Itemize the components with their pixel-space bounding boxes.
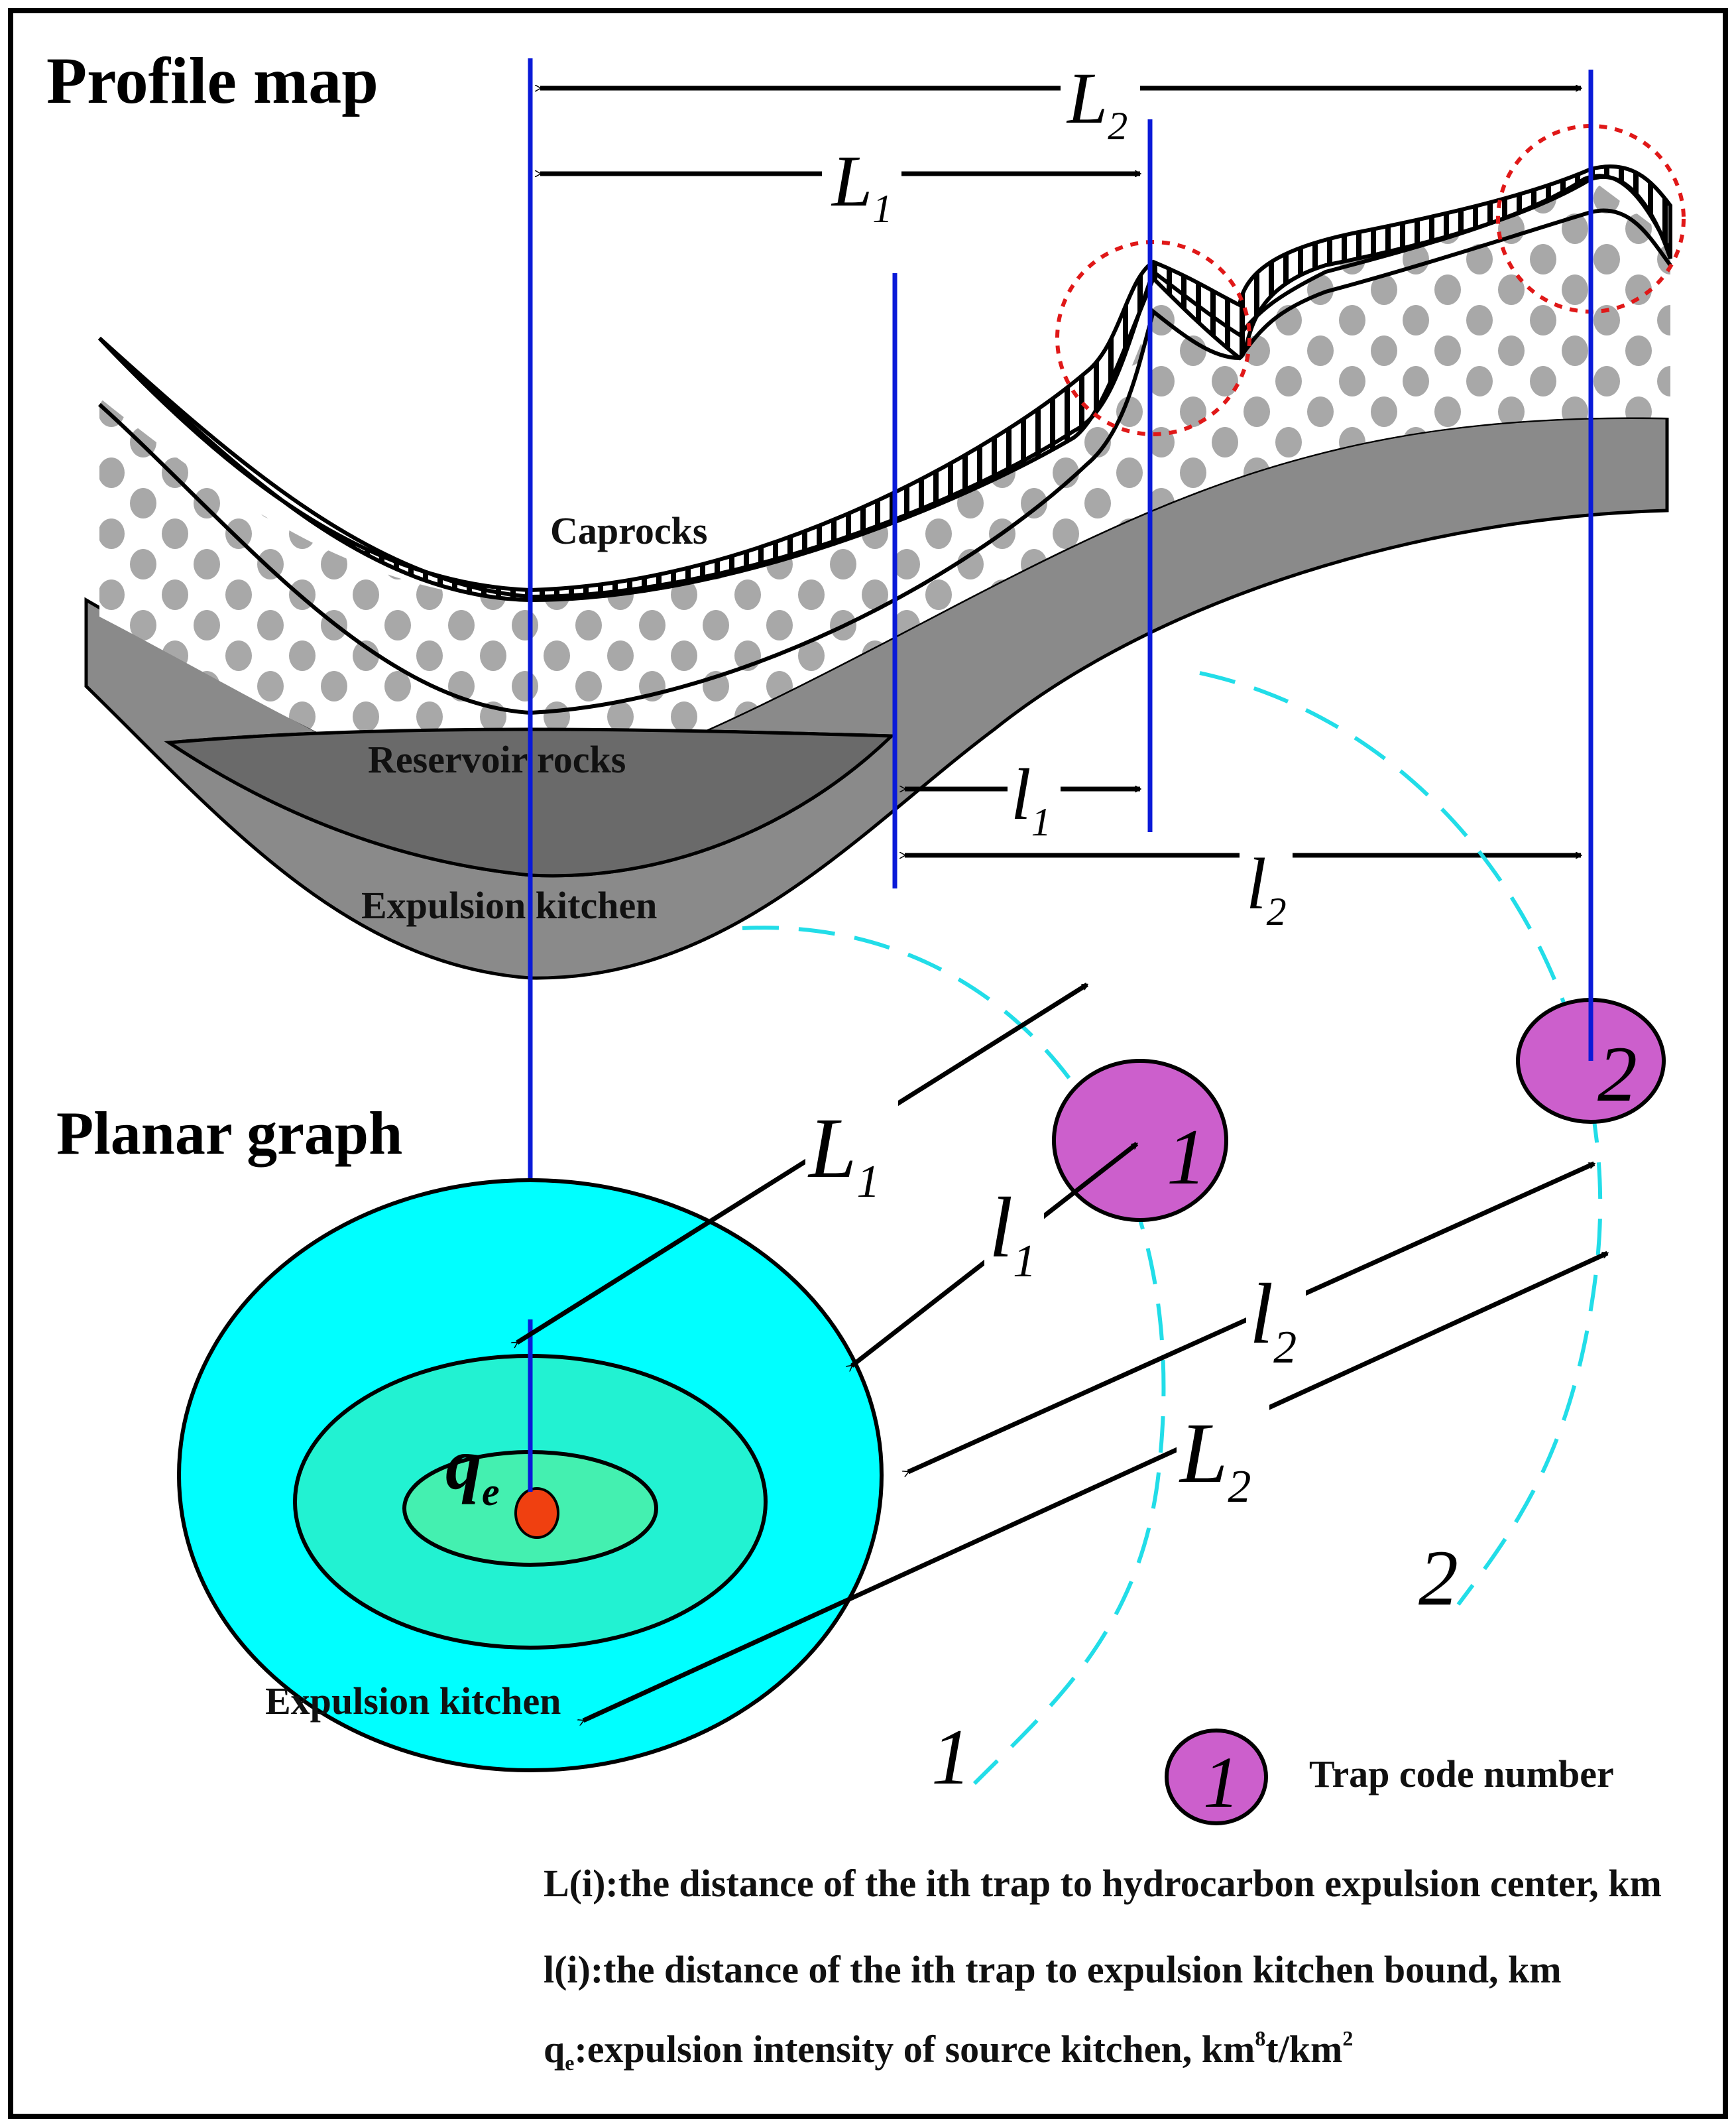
planar-l1-label: l1: [989, 1180, 1036, 1287]
l1-label: l1: [1011, 754, 1051, 844]
trap-1-highlight: [1055, 240, 1251, 436]
legend-trap-text: Trap code number: [1309, 1752, 1614, 1795]
arc-2-number: 2: [1418, 1534, 1458, 1622]
legend-l-definition: l(i):the distance of the ith trap to exp…: [544, 1948, 1562, 1991]
planar-l2-label: l2: [1249, 1266, 1297, 1373]
arc-1-number: 1: [931, 1713, 971, 1801]
qe-label: qe: [445, 1424, 500, 1514]
legend-trap-symbol: [1165, 1729, 1268, 1825]
legend-qe-definition: qe:expulsion intensity of source kitchen…: [544, 2026, 1353, 2075]
caprocks-label: Caprocks: [550, 509, 707, 552]
planar-L1-label: L1: [807, 1101, 880, 1207]
profile-map-title: Profile map: [46, 44, 378, 117]
trap-1-number: 1: [1167, 1113, 1206, 1201]
reservoir-rocks-label: Reservoir rocks: [368, 738, 626, 781]
profile-kitchen-label: Expulsion kitchen: [361, 884, 657, 927]
outer-frame: [8, 8, 1728, 2119]
reservoir-rock-layer: [99, 179, 1670, 789]
L2-label: L2: [1066, 58, 1128, 148]
trap-2-number: 2: [1597, 1030, 1637, 1118]
legend-trap-number: 1: [1203, 1742, 1240, 1823]
planar-kitchen-label: Expulsion kitchen: [265, 1679, 561, 1723]
l2-label: l2: [1246, 843, 1287, 934]
L1-label: L1: [831, 141, 892, 231]
legend-L-definition: L(i):the distance of the ith trap to hyd…: [544, 1862, 1662, 1905]
planar-graph-title: Planar graph: [56, 1099, 402, 1167]
expulsion-center: [514, 1487, 559, 1539]
planar-L2-label: L2: [1179, 1406, 1251, 1512]
planar-L2-arrow: [583, 1250, 1607, 1721]
